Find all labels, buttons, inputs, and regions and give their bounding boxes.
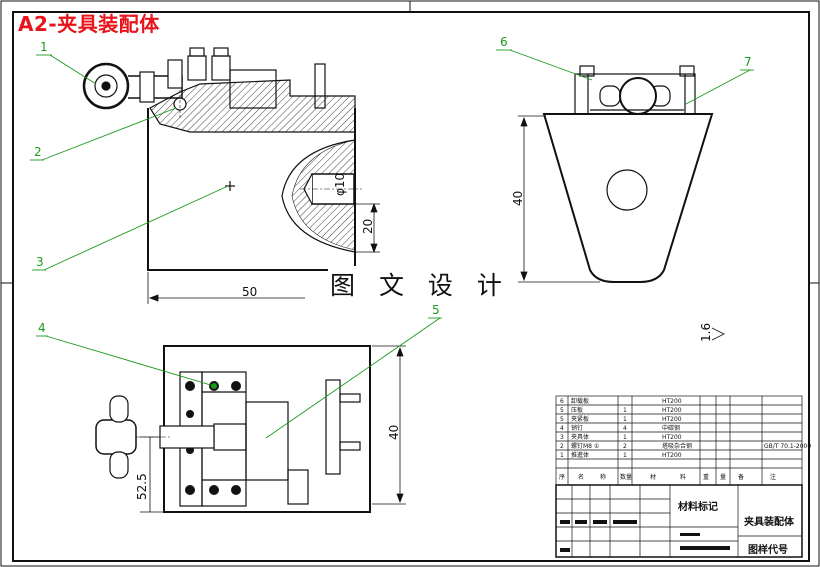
balloon-1: 1 — [40, 40, 48, 54]
bom-row-no: 3 — [560, 434, 564, 441]
bom-row-name: 推進体 — [571, 451, 589, 459]
bom-row-name: 夹具体 — [571, 433, 589, 441]
bom-head: 材 — [650, 473, 656, 481]
bom-head: 称 — [600, 473, 606, 481]
bom-row-name: 卸载板 — [571, 397, 589, 405]
leader-underlines — [30, 49, 754, 337]
bom-row-no: 5 — [560, 416, 564, 423]
side-dimensions — [518, 115, 600, 283]
bom-head: 名 — [578, 473, 584, 481]
bom-head: 数 — [620, 473, 626, 481]
bom-row-no: 5 — [560, 407, 564, 414]
clamp-ball — [619, 77, 657, 115]
side-body — [542, 113, 714, 283]
bom-row-no: 1 — [560, 452, 564, 459]
bom-head: 料 — [680, 473, 686, 481]
bom-row-material: HT200 — [662, 398, 682, 405]
front-view — [82, 47, 362, 271]
front-dimensions — [147, 202, 380, 304]
bom-row-no: 6 — [560, 398, 564, 405]
dim-top-offset: 52.5 — [135, 473, 149, 500]
title-block — [555, 484, 803, 558]
bom-head: 注 — [770, 473, 776, 481]
balloon-2: 2 — [34, 145, 42, 159]
top-base-plate — [163, 345, 371, 513]
bom-row-no: 4 — [560, 425, 564, 432]
bom-head: 备 — [738, 473, 744, 481]
side-view — [542, 65, 714, 283]
bom-row-qty: 4 — [623, 425, 627, 432]
balloon-4: 4 — [38, 321, 46, 335]
bom-row-no: 2 — [560, 443, 564, 450]
bom-row-material: 塔吸杂合钢 — [662, 442, 692, 450]
dim-front-width: 50 — [242, 285, 257, 299]
bom-table — [555, 395, 803, 486]
eye-bolt-ring — [82, 62, 130, 110]
bom-head: 重 — [703, 473, 709, 481]
bom-head: 序 — [559, 473, 565, 481]
top-dimensions — [140, 345, 406, 513]
balloon-3: 3 — [36, 255, 44, 269]
leaders — [41, 49, 751, 439]
bom-row-qty: 1 — [623, 452, 627, 459]
bom-row-qty: 1 — [623, 416, 627, 423]
material-mark-label: 材料标记 — [678, 500, 718, 513]
bom-row-qty: 2 — [623, 443, 627, 450]
watermark: 图 文 设 计 — [328, 266, 512, 302]
bom-row-name: 压板 — [571, 406, 583, 414]
bom-row-material: HT200 — [662, 452, 682, 459]
dim-front-dia: φ10 — [333, 173, 347, 196]
bom-row-qty: 1 — [623, 407, 627, 414]
dim-front-height: 20 — [361, 219, 375, 234]
part-name: 夹具装配体 — [744, 515, 795, 528]
roughness-value: 1.6 — [699, 323, 713, 342]
roughness-symbol — [711, 327, 725, 341]
balloon-6: 6 — [500, 35, 508, 49]
drawing-code-label: 图样代号 — [748, 543, 788, 556]
bom-row-note: GB/T 70.1-2000 — [764, 443, 811, 450]
bom-head: 量 — [720, 474, 726, 481]
bom-row-material: 中碳钢 — [662, 424, 680, 432]
bom-rows: 6 卸载板 HT200 5 压板 1 HT200 5 夹紧板 1 HT200 4… — [559, 397, 811, 481]
bom-head: 量 — [626, 474, 632, 481]
dim-side-height: 40 — [511, 191, 525, 206]
hatched-section — [149, 79, 356, 133]
balloon-5: 5 — [432, 303, 440, 317]
bom-row-material: HT200 — [662, 416, 682, 423]
sheet-title: A2-夹具装配体 — [18, 12, 160, 36]
bom-row-name: 螺钉M8 ① — [571, 442, 599, 450]
bom-row-qty: 1 — [623, 434, 627, 441]
dim-top-height: 40 — [387, 425, 401, 440]
balloon-7: 7 — [744, 55, 752, 69]
bom-row-name: 夹紧板 — [571, 415, 589, 423]
title-block-fills — [560, 520, 730, 552]
bom-row-name: 销钉 — [571, 424, 583, 432]
bom-row-material: HT200 — [662, 434, 682, 441]
bom-row-material: HT200 — [662, 407, 682, 414]
